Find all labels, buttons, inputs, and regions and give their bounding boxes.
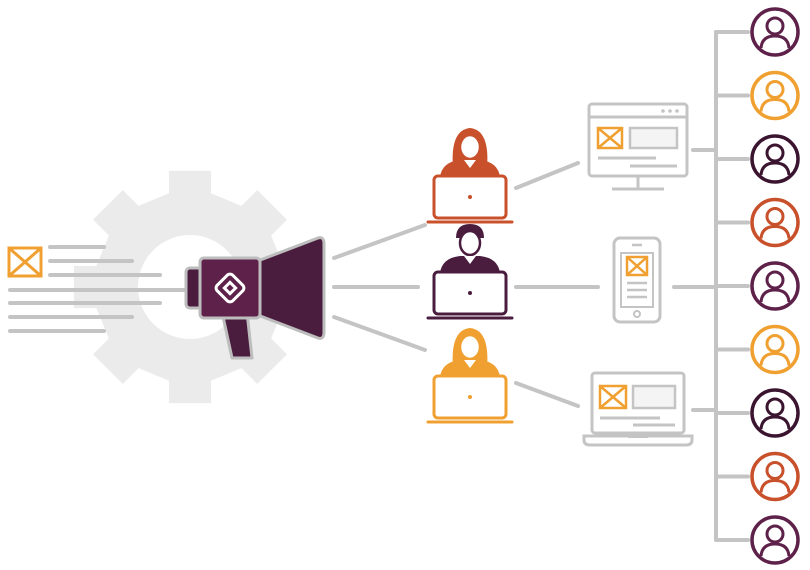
audience-list: [750, 7, 800, 565]
megaphone-icon: [184, 236, 326, 360]
user-avatar-icon: [750, 134, 800, 184]
brand-logo-mark: [214, 272, 246, 304]
source-content: [7, 245, 192, 333]
connector: [514, 381, 580, 408]
channel-audience-connectors: [672, 148, 718, 412]
user-avatar-icon: [750, 324, 800, 375]
megaphone-connectors: [332, 223, 427, 352]
woman-with-laptop-icon: [426, 128, 514, 224]
image-placeholder-icon: [7, 246, 43, 278]
agents: [426, 128, 514, 424]
man-with-laptop-icon: [426, 224, 514, 320]
mobile-phone-icon: [612, 236, 662, 324]
user-avatar-icon: [750, 261, 800, 311]
connector: [332, 223, 427, 260]
user-avatar-icon: [750, 388, 800, 438]
user-avatar-icon: [750, 197, 800, 248]
connector: [332, 315, 427, 352]
woman-with-laptop-icon: [426, 328, 514, 424]
agent-channel-connectors: [514, 161, 600, 408]
desktop-monitor-icon: [587, 102, 689, 191]
user-avatar-icon: [750, 7, 800, 57]
connector: [514, 161, 580, 190]
user-avatar-icon: [750, 515, 800, 565]
audience-tree: [714, 30, 750, 542]
user-avatar-icon: [750, 451, 800, 502]
laptop-icon: [582, 371, 694, 447]
text-lines: [8, 245, 192, 333]
user-avatar-icon: [750, 70, 800, 121]
